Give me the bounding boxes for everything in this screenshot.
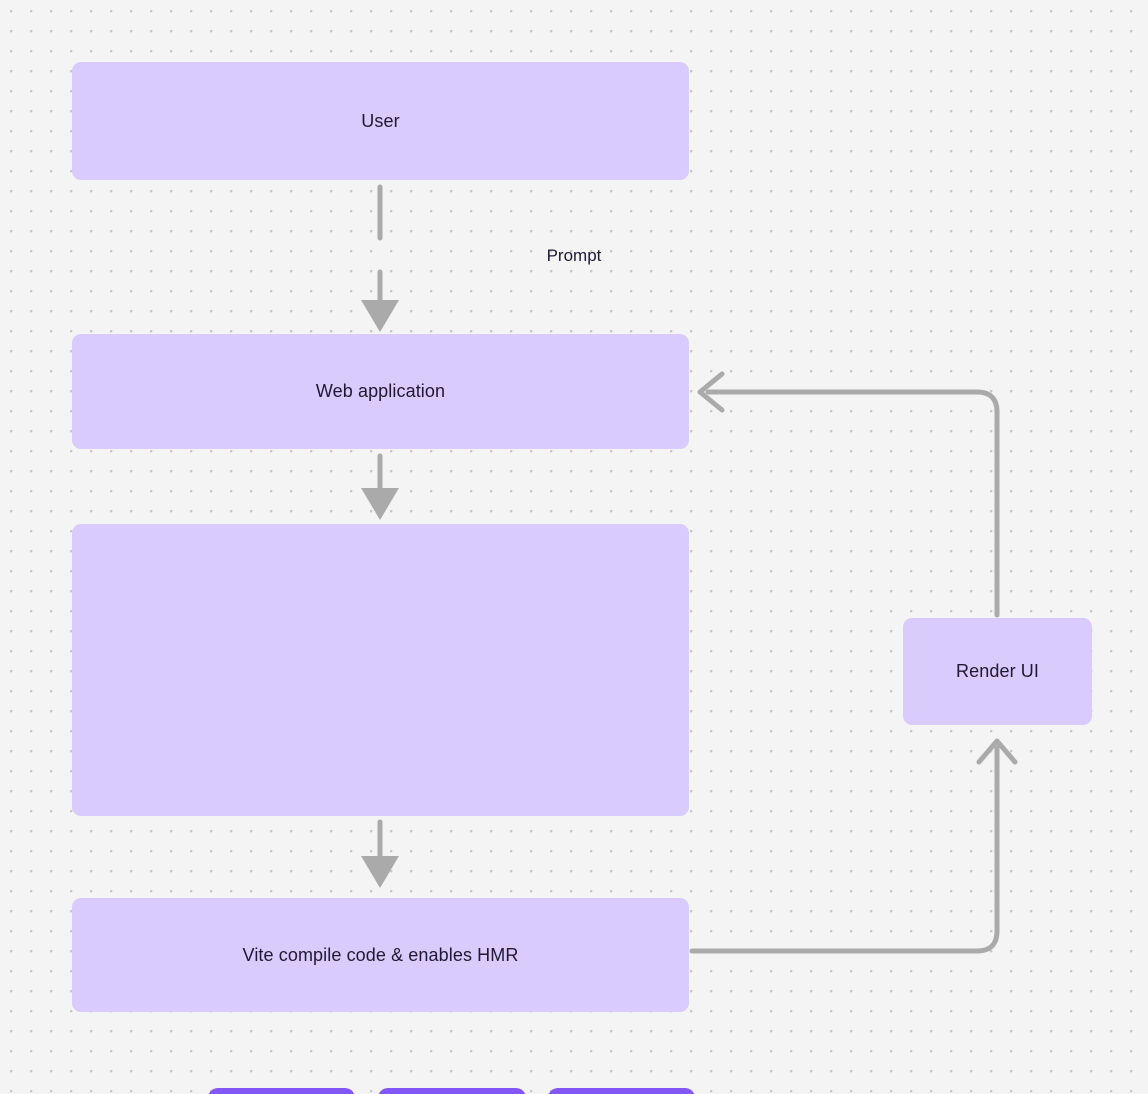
inner-node-css[interactable]: CSS = Styles & Layouts <box>378 1088 526 1094</box>
node-vite[interactable]: Vite compile code & enables HMR <box>72 898 689 1012</box>
node-user-label: User <box>361 110 400 131</box>
edge-vite-to-renderui <box>689 738 1018 954</box>
node-render-ui-label: Render UI <box>956 661 1039 681</box>
node-web-application[interactable]: Web application <box>72 334 689 449</box>
inner-node-javascript[interactable]: Javascript = Interactivity <box>548 1088 695 1094</box>
node-user[interactable]: User <box>72 62 689 180</box>
node-render-ui[interactable]: Render UI <box>903 618 1092 725</box>
inner-node-html[interactable]: HTML = structure <box>208 1088 355 1094</box>
edge-label-prompt: Prompt <box>546 246 602 265</box>
edge-webapp-to-components <box>361 453 399 520</box>
edge-renderui-to-webapp <box>697 371 1000 618</box>
node-react-components[interactable]: HTML = structure CSS = Styles & Layouts … <box>72 524 695 1094</box>
node-web-application-label: Web application <box>315 381 446 401</box>
edge-components-to-vite <box>361 819 399 888</box>
node-vite-label: Vite compile code & enables HMR <box>242 944 519 965</box>
